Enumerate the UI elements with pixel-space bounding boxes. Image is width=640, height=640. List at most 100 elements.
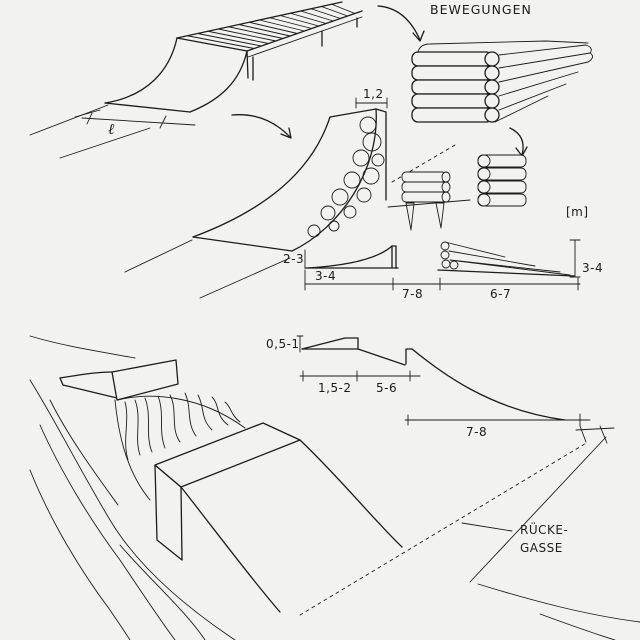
flow-stroke bbox=[224, 401, 241, 423]
trail-mark bbox=[575, 425, 615, 444]
side-log bbox=[362, 132, 382, 152]
log-end bbox=[484, 65, 500, 81]
drop-gap-label: 5-6 bbox=[376, 381, 397, 395]
log-end bbox=[484, 107, 500, 123]
trail-label-leader bbox=[461, 522, 513, 532]
top-kicker-ramp bbox=[104, 37, 249, 113]
diagonal-log bbox=[498, 83, 567, 111]
deck-plank bbox=[238, 24, 291, 37]
skid-trail: RÜCKE- GASSE bbox=[299, 425, 640, 640]
horizontal-log bbox=[411, 79, 493, 95]
stake bbox=[435, 202, 445, 229]
diagonal-log-end bbox=[585, 44, 593, 63]
deck-plank bbox=[248, 21, 298, 34]
block-top-face bbox=[154, 422, 301, 488]
stake bbox=[405, 202, 415, 231]
terrain-lines bbox=[29, 335, 236, 640]
profile-log-end bbox=[449, 260, 459, 270]
drop-gap-line bbox=[357, 348, 406, 366]
horizontal-log bbox=[411, 65, 493, 81]
deck-plank bbox=[310, 8, 341, 19]
bundle-log-end bbox=[477, 154, 491, 168]
ground-line bbox=[29, 104, 109, 136]
ramp-base bbox=[104, 102, 191, 113]
terrain-line bbox=[49, 399, 119, 506]
trail-label-line1: RÜCKE- bbox=[520, 521, 568, 537]
kicker-height-label: 2-3 bbox=[283, 252, 304, 266]
top-ground-lines bbox=[29, 104, 151, 159]
arrow-shaft bbox=[377, 5, 421, 41]
takeoff-platform bbox=[59, 359, 179, 401]
bundle-log-end bbox=[477, 167, 491, 181]
terrain-line bbox=[119, 544, 206, 640]
header-label: BEWEGUNGEN bbox=[430, 2, 532, 17]
deck-thickness-edge bbox=[247, 16, 363, 58]
profile-1-dimensions: 7-8 6-7 bbox=[304, 269, 581, 301]
log-ramp-height-dim bbox=[569, 239, 581, 278]
drop-table-length-label: 1,5-2 bbox=[318, 381, 352, 395]
flow-texture bbox=[114, 392, 246, 501]
landing-length-label: 7-8 bbox=[466, 425, 487, 439]
log-ramp-length-label: 6-7 bbox=[490, 287, 511, 301]
arrow-to-log-bundle bbox=[509, 127, 528, 157]
side-log bbox=[352, 149, 370, 167]
profile-log-end bbox=[440, 250, 450, 260]
arrow-shaft bbox=[509, 127, 524, 156]
terrain-line bbox=[29, 335, 136, 359]
flow-stroke bbox=[211, 396, 229, 426]
landing-curve bbox=[411, 348, 566, 421]
ramp-surface-curve bbox=[192, 116, 331, 238]
ramp-base bbox=[192, 236, 293, 252]
bundle-log-end bbox=[477, 180, 491, 194]
horizontal-log bbox=[411, 107, 493, 123]
takeoff-plank-bottom bbox=[59, 377, 118, 399]
stack-top-face bbox=[417, 40, 589, 53]
arrow-to-log-stack bbox=[377, 5, 425, 42]
ramp-back-curve bbox=[189, 50, 248, 113]
ramp-back-edge bbox=[375, 108, 387, 201]
ramp-width-dimension: 1,2 bbox=[355, 87, 388, 109]
ground-line bbox=[199, 257, 291, 299]
deck-plank bbox=[320, 6, 349, 17]
deck-plank bbox=[197, 33, 262, 47]
log-ramp-height-label: 3-4 bbox=[582, 261, 603, 275]
side-log bbox=[307, 224, 321, 238]
side-log bbox=[343, 171, 361, 189]
trail-edge-line bbox=[469, 436, 607, 583]
table-slope bbox=[301, 337, 359, 350]
drop-profile: 0,5-1 1,5-2 5-6 7-8 bbox=[266, 335, 591, 439]
deck-plank bbox=[269, 17, 313, 29]
dimension-line bbox=[81, 117, 196, 126]
landing-surface-curve bbox=[299, 439, 403, 548]
side-log bbox=[328, 220, 340, 232]
flow-stroke bbox=[144, 397, 153, 453]
diagonal-log bbox=[498, 44, 587, 56]
ramp-surface-curve bbox=[104, 37, 178, 104]
dimension-tick bbox=[86, 112, 93, 125]
ramp-top-edge bbox=[176, 37, 248, 52]
ramp-width-label: 1,2 bbox=[363, 87, 384, 101]
log-end bbox=[484, 51, 500, 67]
arrow-head bbox=[280, 127, 292, 139]
log-end bbox=[484, 93, 500, 109]
landing-side-edge bbox=[180, 486, 281, 613]
ground-line bbox=[59, 127, 151, 159]
log-bundle bbox=[477, 154, 527, 207]
deck-plank bbox=[228, 26, 284, 39]
side-log bbox=[356, 187, 372, 203]
ground-line bbox=[124, 239, 193, 273]
unit-label: [m] bbox=[566, 205, 589, 219]
profile-log-line bbox=[457, 260, 571, 276]
drop-height-dim bbox=[296, 335, 304, 353]
pile-log bbox=[401, 191, 447, 203]
ramp-side-curve bbox=[291, 108, 377, 252]
profile-log-line bbox=[448, 250, 536, 267]
middle-log-ramp bbox=[192, 108, 387, 252]
flow-outline bbox=[114, 399, 151, 501]
deck-plank bbox=[217, 28, 277, 42]
flow-stroke bbox=[184, 392, 197, 437]
ground-line bbox=[74, 109, 101, 118]
side-log bbox=[359, 116, 377, 134]
deck-plank bbox=[207, 30, 270, 44]
deck-plank bbox=[186, 35, 255, 49]
